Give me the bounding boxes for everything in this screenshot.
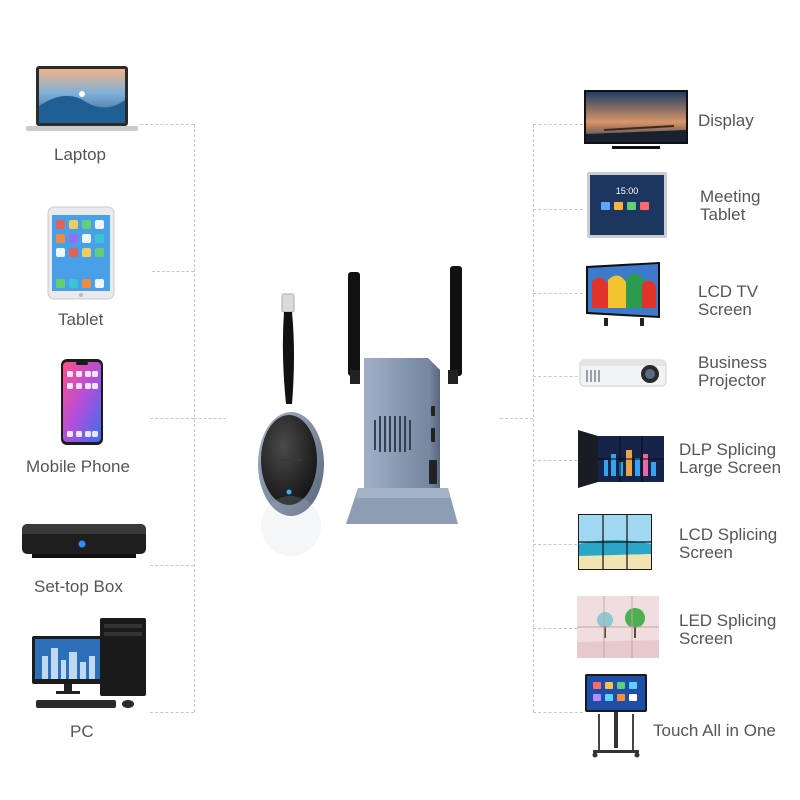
input-label-set-top-box: Set-top Box: [34, 577, 123, 596]
touch-all-in-one-icon: [585, 674, 647, 758]
pc-icon: [32, 618, 146, 708]
connector-receiver-to-right: [500, 418, 533, 419]
input-label-laptop: Laptop: [54, 145, 106, 164]
input-label-pc: PC: [70, 722, 94, 741]
input-label-tablet: Tablet: [58, 310, 104, 329]
transmitter-dongle: [258, 293, 324, 516]
connector-mobile-phone: [150, 418, 194, 419]
laptop-icon: [26, 66, 138, 131]
mobile-phone-icon: [61, 359, 103, 445]
connector-dlp-splicing: [533, 460, 577, 461]
connector-laptop: [140, 124, 194, 125]
dlp-splicing-icon: [578, 430, 664, 488]
led-splicing-icon: [577, 596, 659, 658]
connector-lcd-tv: [533, 293, 583, 294]
connector-tablet: [152, 271, 194, 272]
connector-pc: [150, 712, 194, 713]
connector-led-splicing: [533, 628, 577, 629]
connector-set-top-box: [150, 565, 194, 566]
connector-projector: [533, 376, 583, 377]
transmitter-reflection: [261, 496, 321, 556]
set-top-box-icon: [22, 524, 146, 558]
meeting-tablet-clock: 15:00: [616, 186, 639, 196]
output-label-touch-all-in-one: Touch All in One: [653, 721, 776, 740]
connector-meeting-tablet: [533, 209, 583, 210]
lcd-tv-icon: [586, 262, 660, 326]
output-label-display: Display: [698, 111, 754, 130]
meeting-tablet-icon: 15:00: [587, 172, 667, 238]
connector-lcd-splicing: [533, 544, 577, 545]
wireless-receiver: [346, 266, 462, 524]
input-label-mobile-phone: Mobile Phone: [26, 457, 130, 476]
connector-display: [533, 124, 583, 125]
connector-left-to-dongle: [194, 418, 226, 419]
projector-icon: [579, 359, 667, 387]
display-icon: [584, 90, 688, 149]
connector-touch-all-in-one: [533, 712, 583, 713]
tablet-icon: [47, 206, 115, 300]
lcd-splicing-icon: [578, 514, 652, 570]
right-bus-line: [533, 124, 534, 712]
